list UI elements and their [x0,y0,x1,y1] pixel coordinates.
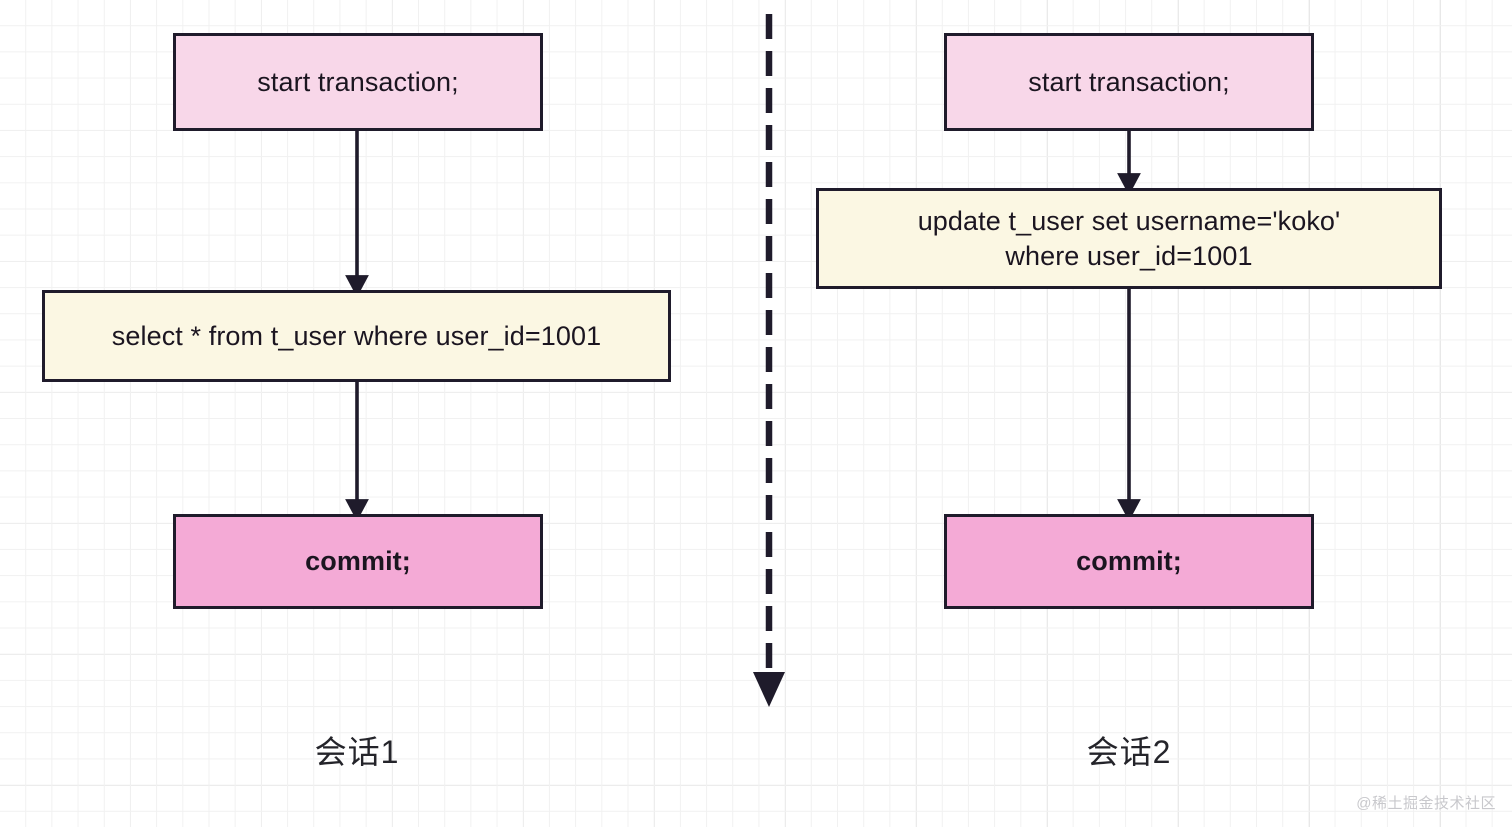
node-s1-start-transaction[interactable]: start transaction; [173,33,543,131]
lane-label-session-1: 会话1 [314,734,400,770]
watermark: @稀土掘金技术社区 [1356,795,1496,812]
node-s2-commit[interactable]: commit; [944,514,1314,609]
node-s2-update[interactable]: update t_user set username='koko' where … [816,188,1442,289]
node-s1-commit[interactable]: commit; [173,514,543,609]
lane-label-session-2: 会话2 [1086,734,1172,770]
session-divider-arrowhead-icon [753,672,785,707]
node-s1-select[interactable]: select * from t_user where user_id=1001 [42,290,671,382]
node-s2-start-transaction[interactable]: start transaction; [944,33,1314,131]
